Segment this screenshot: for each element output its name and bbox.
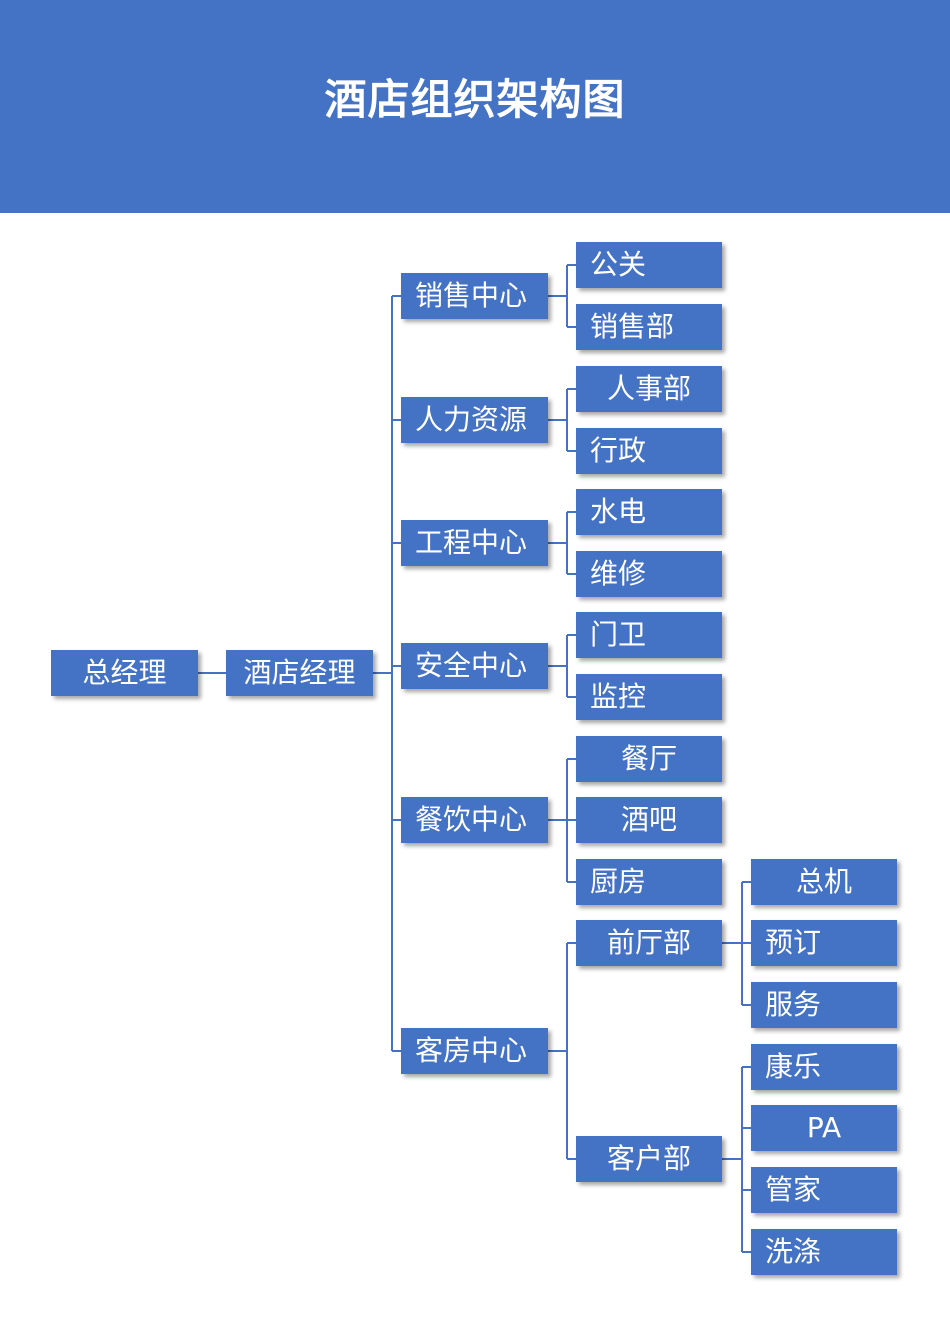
node-service: 服务 [751,982,897,1028]
node-water-power: 水电 [576,489,722,535]
node-personnel-department: 人事部 [576,366,722,412]
node-human-resources: 人力资源 [401,397,548,443]
node-sales-center: 销售中心 [401,273,548,319]
node-housekeeping-department: 客户部 [576,1136,722,1182]
node-rooms-center: 客房中心 [401,1028,548,1074]
node-recreation: 康乐 [751,1044,897,1090]
node-public-relations: 公关 [576,242,722,288]
node-reservation: 预订 [751,920,897,966]
node-kitchen: 厨房 [576,859,722,905]
node-bar: 酒吧 [576,797,722,843]
node-laundry: 洗涤 [751,1229,897,1275]
node-general-manager: 总经理 [51,650,198,696]
node-restaurant: 餐厅 [576,736,722,782]
node-door-guard: 门卫 [576,612,722,658]
title-banner [0,0,950,213]
page-title: 酒店组织架构图 [324,75,626,124]
node-hotel-manager: 酒店经理 [226,650,373,696]
node-sales-department: 销售部 [576,304,722,350]
node-security-center: 安全中心 [401,643,548,689]
node-engineering-center: 工程中心 [401,520,548,566]
node-public-area: PA [751,1105,897,1151]
node-front-office: 前厅部 [576,920,722,966]
node-switchboard: 总机 [751,859,897,905]
node-fnb-center: 餐饮中心 [401,797,548,843]
node-maintenance: 维修 [576,551,722,597]
node-monitoring: 监控 [576,674,722,720]
node-administration: 行政 [576,428,722,474]
node-housekeeping: 管家 [751,1167,897,1213]
